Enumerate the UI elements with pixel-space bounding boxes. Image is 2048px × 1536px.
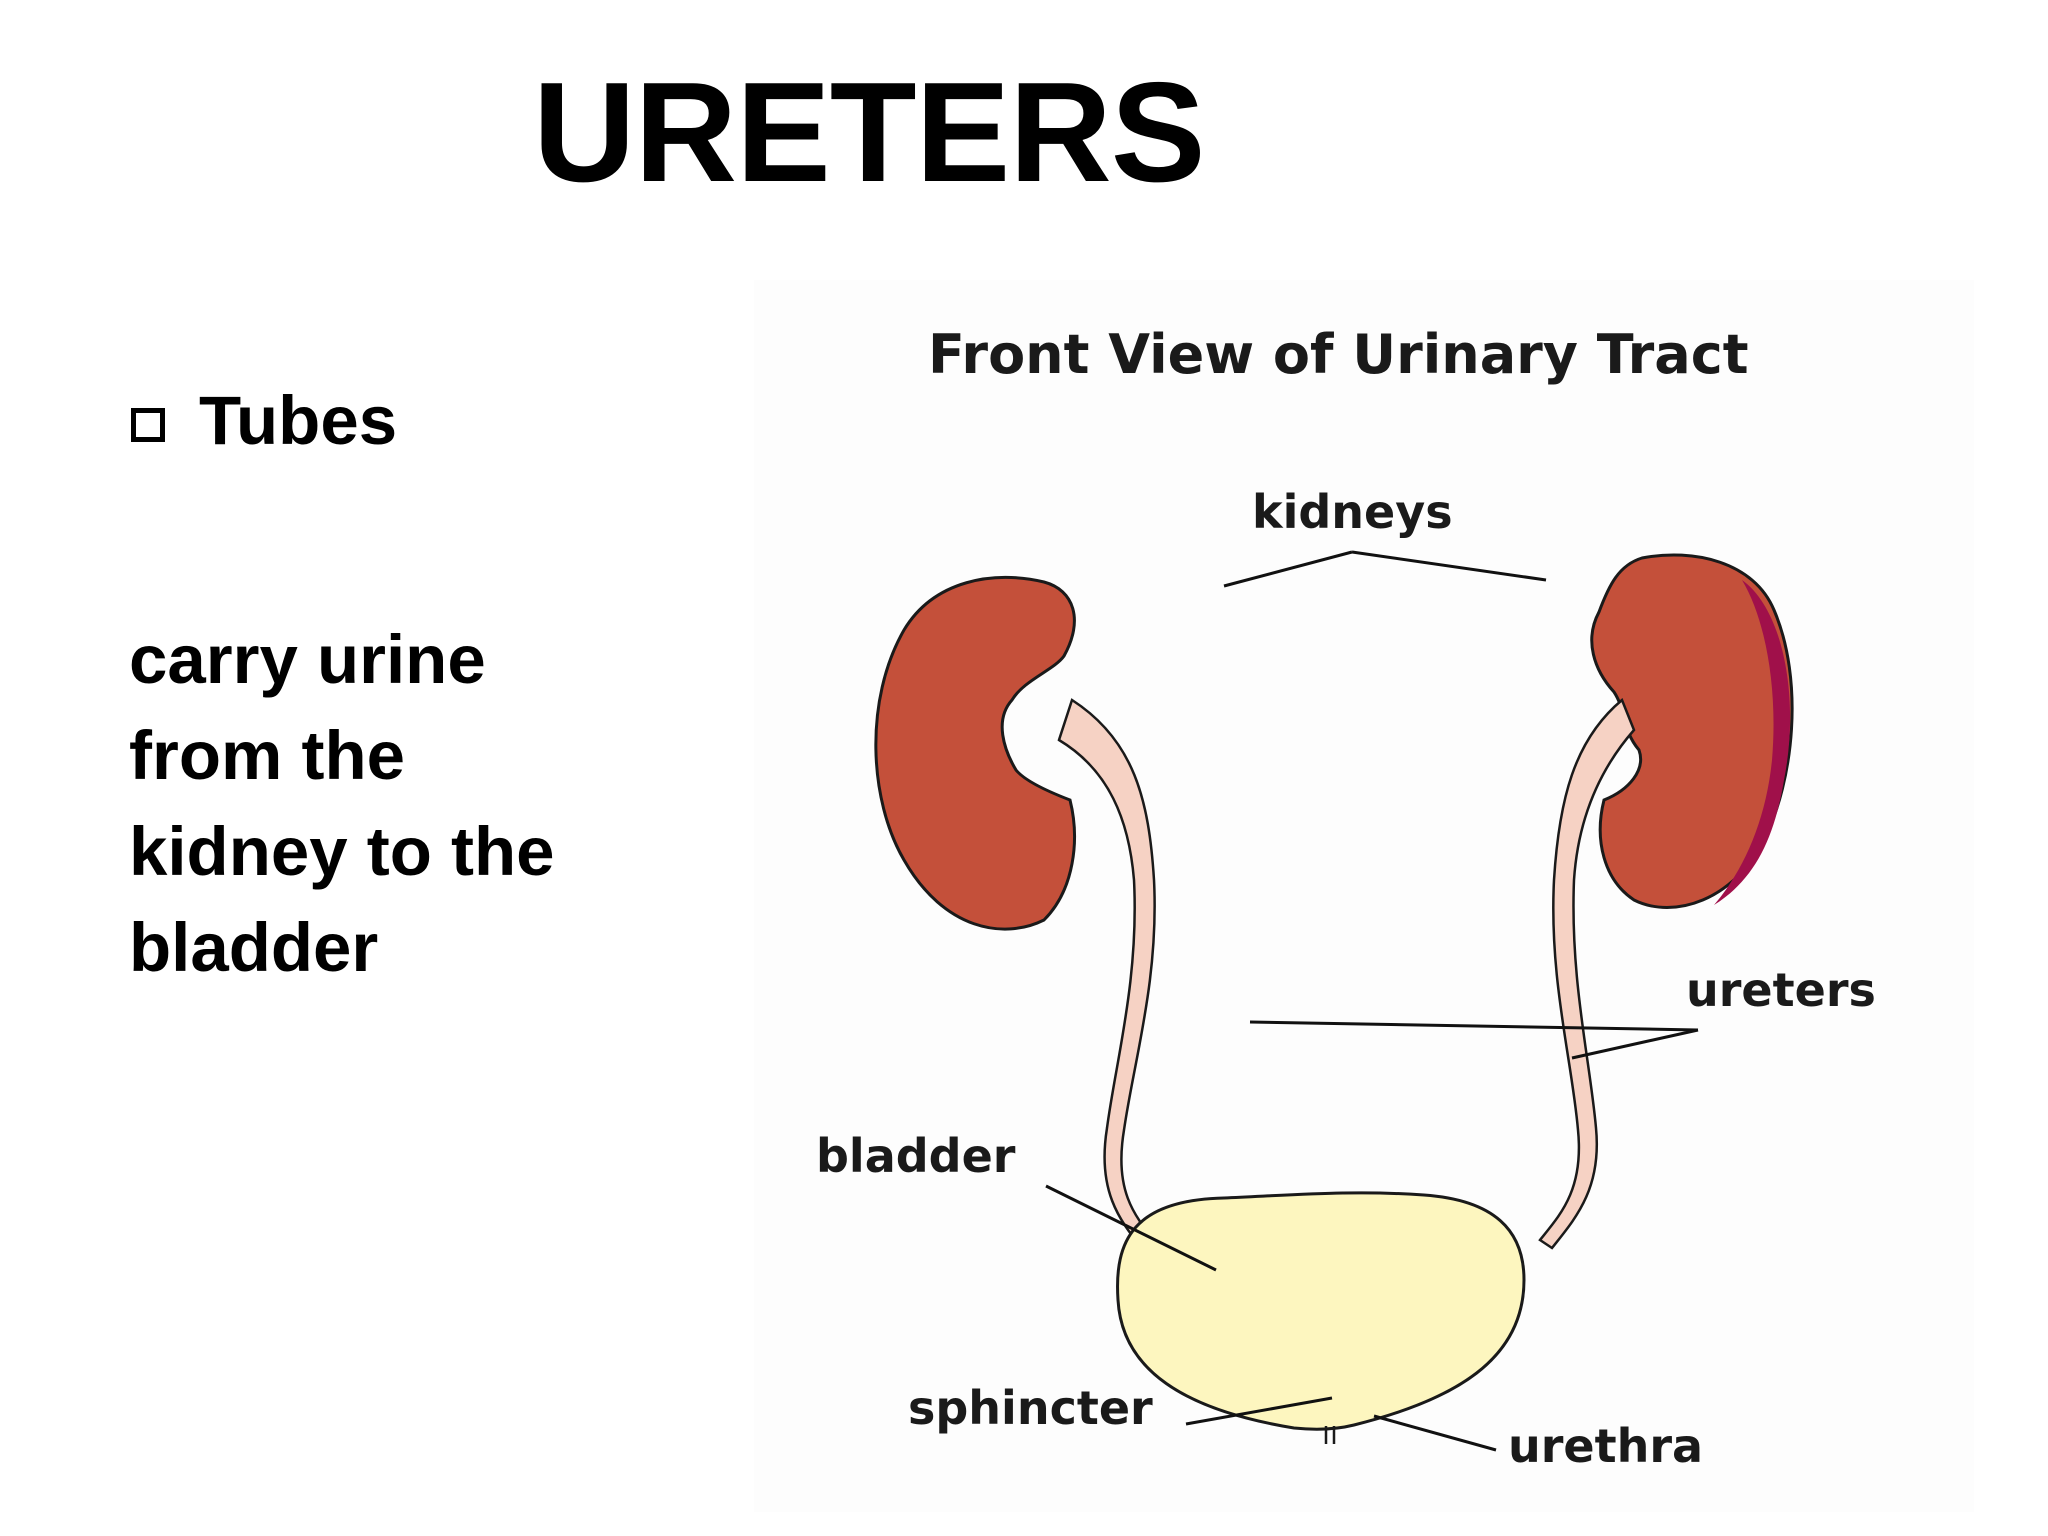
right-kidney [1590, 553, 1794, 909]
leader-lines [1045, 550, 1699, 1452]
bladder-leader [1045, 1184, 1217, 1272]
body-line: kidney to the [129, 813, 555, 890]
label-sphincter: sphincter [908, 1381, 1153, 1435]
body-line: bladder [129, 909, 379, 986]
body-line: from the [129, 717, 405, 794]
label-ureters: ureters [1686, 963, 1876, 1017]
bullet-square-icon [131, 407, 165, 442]
left-ureter [1057, 698, 1156, 1250]
body-line: carry urine [129, 621, 486, 698]
label-urethra: urethra [1508, 1419, 1703, 1473]
urinary-tract-figure: Front View of Urinary Tract kidneys uret… [754, 280, 1974, 1512]
sphincter-leader [1185, 1396, 1333, 1426]
bullet-item: Tubes [131, 386, 397, 455]
body-text: carry urine from the kidney to the bladd… [129, 612, 689, 996]
bladder [1116, 1191, 1526, 1431]
kidneys-leader-right [1351, 550, 1547, 582]
ureters-leader-right [1571, 1028, 1699, 1060]
right-ureter [1538, 697, 1636, 1250]
slide-title: URETERS [533, 53, 1206, 212]
urethra-leader [1373, 1414, 1497, 1452]
bullet-text: Tubes [199, 382, 398, 459]
kidneys-leader-left [1223, 550, 1353, 588]
ureters-leader-left [1249, 1020, 1699, 1032]
urethra [1324, 1426, 1336, 1444]
left-kidney [874, 575, 1076, 931]
diagram-title: Front View of Urinary Tract [928, 323, 1749, 386]
label-bladder: bladder [816, 1129, 1016, 1183]
urinary-tract-diagram: Front View of Urinary Tract kidneys uret… [816, 323, 1876, 1473]
right-kidney-edge [1714, 580, 1791, 905]
label-kidneys: kidneys [1252, 485, 1453, 539]
